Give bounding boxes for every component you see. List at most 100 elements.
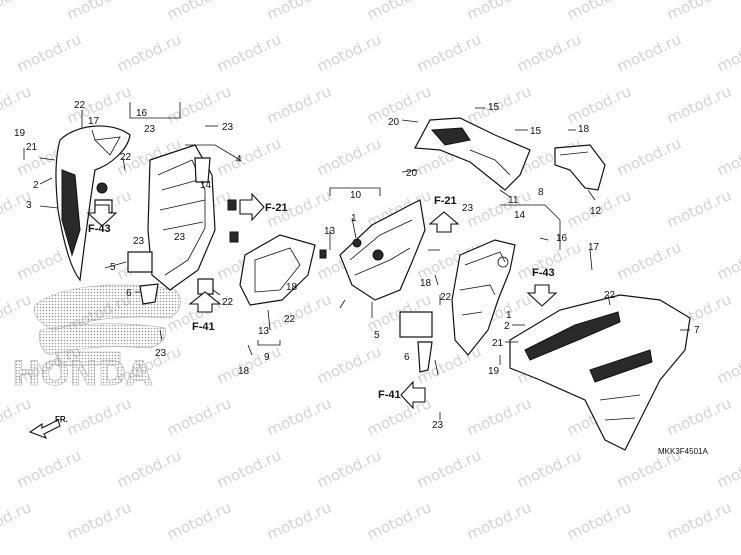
small-cover-12: [554, 144, 606, 191]
watermark-text: motod.ru: [0, 394, 34, 439]
watermark-text: motod.ru: [64, 498, 134, 543]
watermark-text: motod.ru: [314, 446, 384, 491]
watermark-text: motod.ru: [264, 498, 334, 543]
watermark-text: motod.ru: [114, 30, 184, 75]
part-callout: 22: [440, 292, 452, 303]
watermark-text: motod.ru: [564, 498, 634, 543]
center-inner-cover: [339, 199, 426, 301]
watermark-text: motod.ru: [264, 0, 334, 24]
ref-f21-right: F-21: [434, 195, 457, 207]
leader-lines: [23, 102, 690, 420]
ref-f43-right: F-43: [532, 267, 555, 279]
part-callout: 18: [420, 278, 432, 289]
part-callout: 5: [110, 262, 116, 273]
watermark-text: motod.ru: [414, 446, 484, 491]
watermark-text: motod.ru: [514, 446, 584, 491]
front-indicator-label: FR.: [55, 415, 68, 424]
part-callout: 18: [238, 366, 250, 377]
part-callout: 23: [174, 232, 186, 243]
part-callout: 1: [351, 213, 357, 224]
part-callout: 23: [144, 124, 156, 135]
watermark-text: motod.ru: [464, 0, 534, 24]
part-callout: 8: [538, 187, 544, 198]
right-side-cowl: [509, 294, 691, 451]
honda-logo-text: HONDA: [12, 354, 153, 394]
ref-f43-left: F-43: [88, 223, 111, 235]
part-callout: 22: [120, 152, 132, 163]
watermark-text: motod.ru: [364, 0, 434, 24]
part-callout: 14: [514, 210, 526, 221]
watermark-text: motod.ru: [714, 238, 741, 283]
part-callout: 12: [590, 206, 602, 217]
upper-inner-panel: [414, 117, 531, 191]
watermark-text: motod.ru: [164, 0, 234, 24]
part-callout: 10: [350, 190, 362, 201]
part-callout: 17: [88, 116, 100, 127]
watermark-text: motod.ru: [214, 446, 284, 491]
watermark-text: motod.ru: [564, 0, 634, 24]
watermark-text: motod.ru: [0, 290, 34, 335]
part-callout: 19: [14, 128, 26, 139]
part-callout: 7: [694, 325, 700, 336]
watermark-text: motod.ru: [214, 30, 284, 75]
watermark-text: motod.ru: [64, 0, 134, 24]
watermark-text: motod.ru: [614, 134, 684, 179]
watermark-text: motod.ru: [164, 82, 234, 127]
watermark-text: motod.ru: [214, 134, 284, 179]
watermark-text: motod.ru: [214, 342, 284, 387]
watermark-text: motod.ru: [364, 498, 434, 543]
part-callout: 16: [136, 108, 148, 119]
ref-f21-left: F-21: [265, 202, 288, 214]
watermark-text: motod.ru: [264, 82, 334, 127]
part-callout: 17: [588, 242, 600, 253]
part-callout: 14: [200, 180, 212, 191]
watermark-text: motod.ru: [664, 82, 734, 127]
part-callout: 22: [222, 297, 234, 308]
part-callout: 15: [530, 126, 542, 137]
part-callout: 4: [236, 154, 242, 165]
part-callout: 18: [286, 282, 298, 293]
right-inner-panel: [399, 239, 516, 373]
part-callout: 22: [284, 314, 296, 325]
watermark-text: motod.ru: [664, 0, 734, 24]
watermark-text: motod.ru: [714, 342, 741, 387]
part-callout: 2: [504, 321, 510, 332]
part-callout: 22: [604, 290, 616, 301]
watermark-text: motod.ru: [64, 394, 134, 439]
part-callout: 21: [492, 338, 504, 349]
diagram-code: MKK3F4501A: [658, 447, 708, 456]
part-callout: 9: [264, 352, 270, 363]
watermark-text: motod.ru: [164, 394, 234, 439]
part-callout: 13: [324, 226, 336, 237]
part-callout: 11: [508, 195, 519, 206]
part-callout: 21: [26, 142, 38, 153]
watermark-text: motod.ru: [0, 498, 34, 543]
part-callout: 23: [133, 236, 145, 247]
watermark-text: motod.ru: [314, 134, 384, 179]
watermark-text: motod.ru: [714, 134, 741, 179]
part-callout: 23: [155, 348, 167, 359]
watermark-text: motod.ru: [664, 394, 734, 439]
part-callout: 2: [33, 180, 39, 191]
watermark-text: motod.ru: [714, 30, 741, 75]
part-callout: 6: [126, 288, 132, 299]
part-callout: 1: [506, 310, 512, 321]
watermark-text: motod.ru: [14, 446, 84, 491]
ref-f41-right: F-41: [378, 389, 401, 401]
watermark-text: motod.ru: [614, 238, 684, 283]
part-callout: 13: [258, 326, 270, 337]
part-callout: 23: [432, 420, 444, 431]
watermark-text: motod.ru: [564, 82, 634, 127]
watermark-text: motod.ru: [314, 342, 384, 387]
watermark-text: motod.ru: [464, 394, 534, 439]
middle-bracket: [239, 234, 327, 356]
watermark-text: motod.ru: [14, 30, 84, 75]
part-callout: 22: [74, 100, 86, 111]
watermark-text: motod.ru: [0, 82, 34, 127]
ref-arrows: F-43 F-21 F-41 F-21 F-43 F-41: [86, 192, 558, 410]
part-callout: 23: [222, 122, 234, 133]
watermark-text: motod.ru: [514, 30, 584, 75]
watermark-text: motod.ru: [714, 446, 741, 491]
watermark-text: motod.ru: [0, 0, 34, 24]
part-callout: 6: [404, 352, 410, 363]
